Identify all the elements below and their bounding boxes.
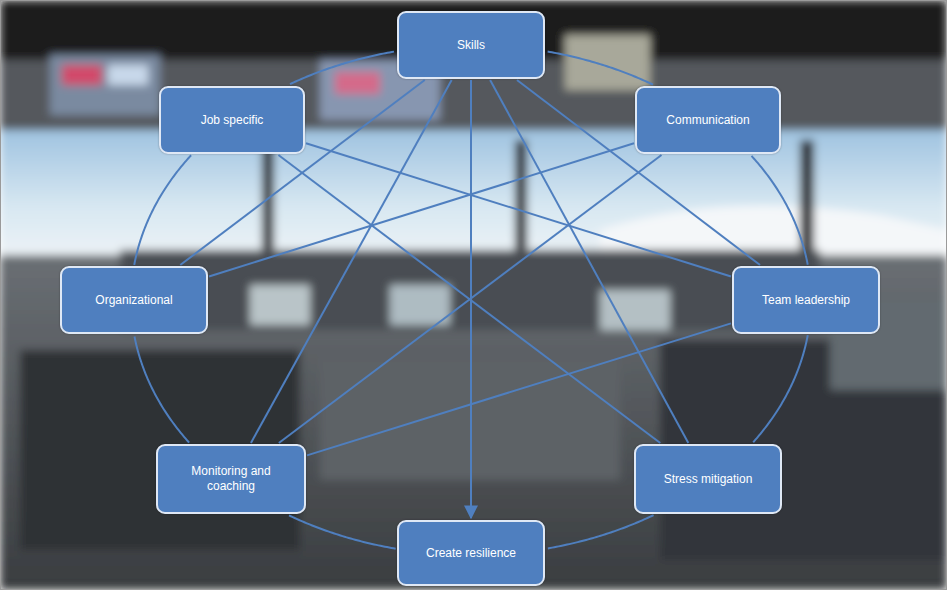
link-connector — [307, 323, 731, 455]
ring-connector — [290, 52, 394, 85]
topic-box: Job specific — [159, 86, 305, 154]
topic-label: Create resilience — [426, 546, 516, 561]
topic-box: Stress mitigation — [634, 444, 782, 514]
topic-label: Organizational — [95, 293, 172, 308]
topic-box: Monitoring and coaching — [156, 444, 306, 514]
topic-box: Create resilience — [397, 520, 545, 586]
topic-box: Skills — [397, 11, 545, 79]
link-connector — [279, 155, 662, 443]
link-connector — [209, 143, 634, 276]
ring-connector — [548, 52, 653, 85]
topic-label: Job specific — [201, 113, 264, 128]
ring-connector — [753, 335, 808, 442]
topic-label: Communication — [666, 113, 749, 128]
topic-label: Team leadership — [762, 293, 850, 308]
ring-connector — [134, 155, 191, 265]
topic-label: Stress mitigation — [664, 472, 753, 487]
ring-connector — [134, 336, 189, 442]
topic-box: Communication — [635, 86, 781, 154]
ring-connector — [548, 515, 654, 548]
topic-box: Organizational — [60, 266, 208, 334]
ring-connector — [752, 156, 808, 265]
ring-connector — [289, 515, 396, 548]
topic-label: Skills — [457, 38, 485, 53]
topic-label: Monitoring and coaching — [166, 464, 296, 494]
link-connector — [306, 143, 731, 276]
topic-box: Team leadership — [732, 266, 880, 334]
